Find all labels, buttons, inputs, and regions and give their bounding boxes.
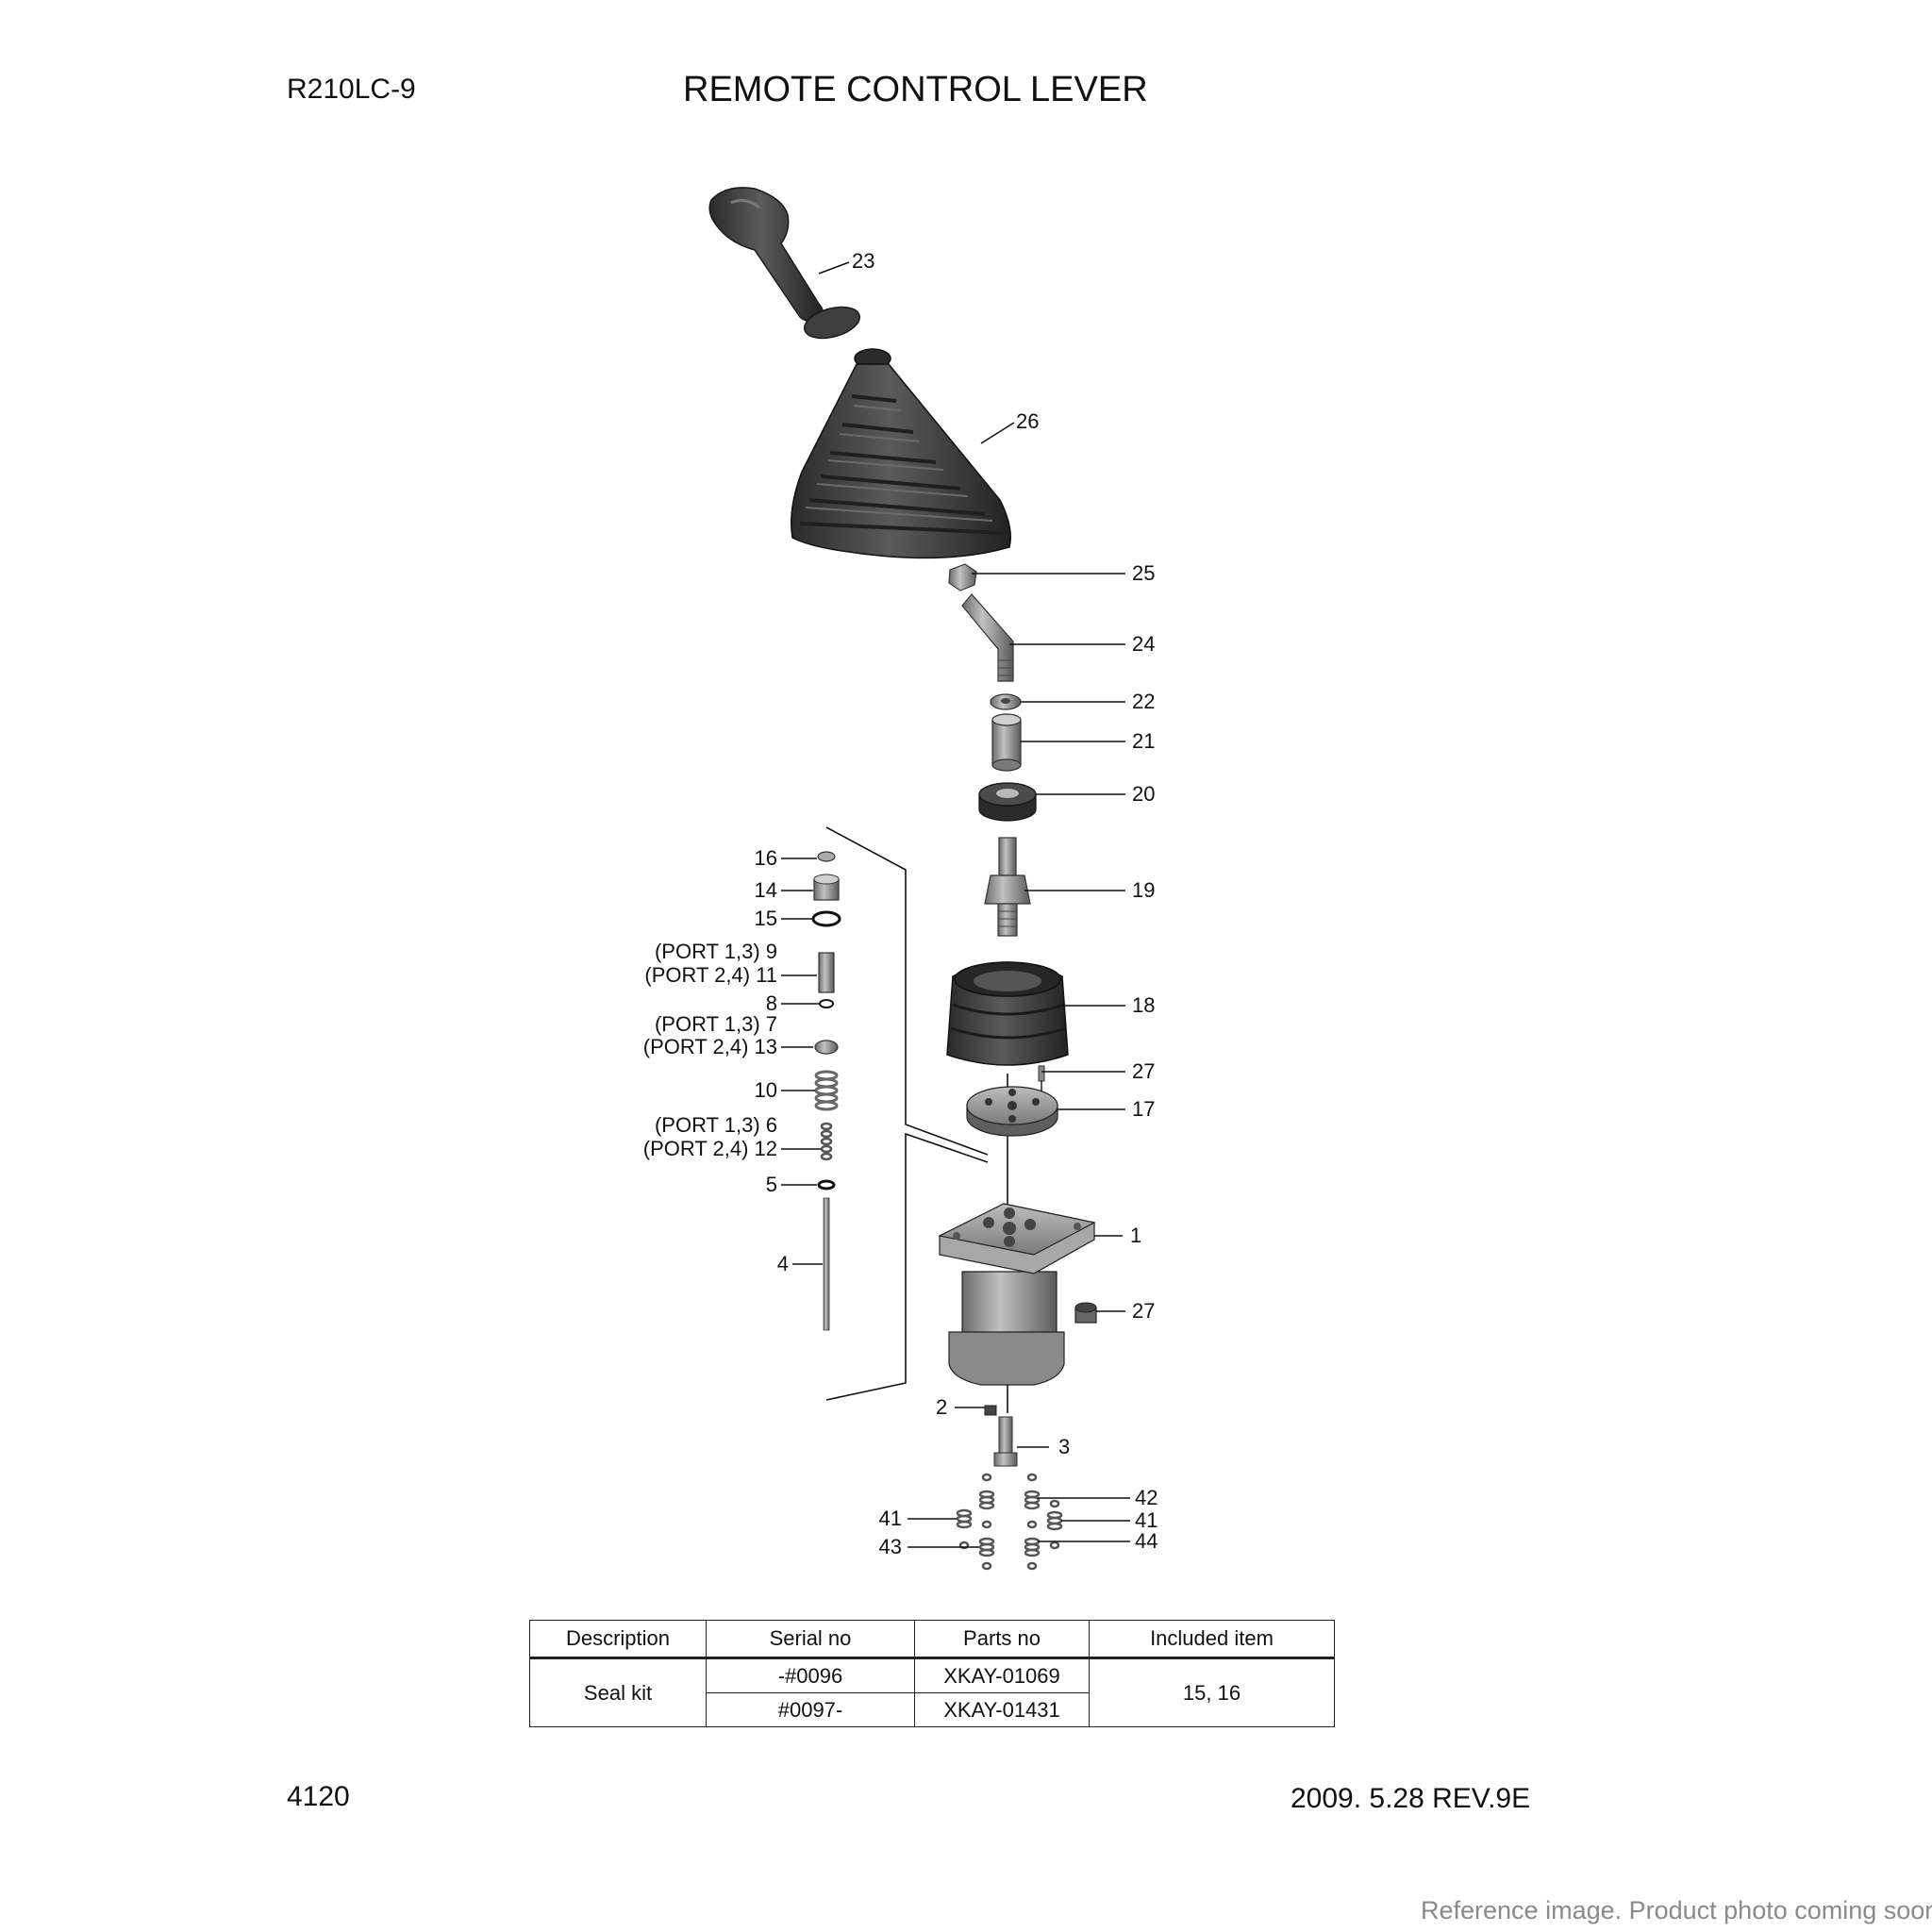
label-part-44: 44 (1135, 1529, 1158, 1553)
label-part-24: 24 (1132, 632, 1155, 656)
reference-note: Reference image. Product photo coming so… (1421, 1896, 1932, 1924)
label-part-7: (PORT 1,3) 7 (655, 1012, 777, 1036)
label-part-23: 23 (852, 249, 874, 273)
label-part-22: 22 (1132, 690, 1155, 713)
label-part-25: 25 (1132, 561, 1155, 585)
label-part-3: 3 (1058, 1435, 1070, 1458)
dust-boot-part (946, 961, 1069, 1066)
plate-part (966, 1086, 1058, 1137)
bolt-part (993, 1416, 1018, 1467)
table-row: #0097- XKAY-01431 (530, 1692, 1335, 1727)
cell-description: Seal kit (529, 1657, 707, 1727)
small-springs-parts (956, 1473, 1063, 1571)
table-header-row: Description Serial no Parts no Included … (529, 1620, 1335, 1659)
col-serial-no: Serial no (706, 1620, 915, 1659)
label-part-16: 16 (755, 846, 777, 870)
label-part-8: 8 (766, 991, 777, 1015)
valve-body-part (938, 1203, 1096, 1386)
coupling-part (991, 713, 1022, 772)
table-row: Seal kit -#0096 XKAY-01069 15, 16 (529, 1657, 1335, 1727)
label-part-10: 10 (755, 1078, 777, 1102)
label-part-19: 19 (1132, 878, 1155, 902)
cell-serial: -#0096 (706, 1657, 915, 1693)
cell-included: 15, 16 (1089, 1657, 1335, 1727)
rubber-seal-disc-part (978, 782, 1037, 822)
grip-handle-part (708, 187, 860, 340)
label-part-43: 43 (879, 1535, 902, 1558)
label-part-6: (PORT 1,3) 6 (655, 1113, 777, 1137)
label-part-13: (PORT 2,4) 13 (643, 1035, 777, 1058)
label-part-4: 4 (777, 1252, 789, 1275)
cell-part-no: XKAY-01431 (914, 1692, 1090, 1727)
label-part-20: 20 (1132, 782, 1155, 806)
label-part-9: (PORT 1,3) 9 (655, 940, 777, 963)
label-part-1: 1 (1130, 1224, 1141, 1247)
label-part-27-plug: 27 (1132, 1299, 1155, 1323)
left-column-parts (811, 851, 841, 1331)
leader-lines (781, 261, 1130, 1548)
label-part-15: 15 (755, 907, 777, 930)
page-number: 4120 (287, 1781, 350, 1812)
model-number: R210LC-9 (287, 74, 416, 105)
label-part-18: 18 (1132, 993, 1155, 1017)
washer-nut-part (990, 693, 1022, 710)
label-part-11: (PORT 2,4) 11 (644, 963, 777, 987)
cell-part-no: XKAY-01069 (914, 1657, 1090, 1693)
small-plug-part (984, 1405, 997, 1416)
part-labels: 23 26 25 24 22 21 20 19 18 27 17 1 27 2 … (643, 249, 1158, 1558)
page-title: REMOTE CONTROL LEVER (683, 70, 1148, 109)
plug-part (1074, 1302, 1097, 1324)
label-part-5: 5 (766, 1173, 777, 1196)
col-description: Description (529, 1620, 707, 1659)
universal-joint-part (984, 837, 1031, 937)
cell-serial: #0097- (706, 1692, 915, 1727)
label-part-21: 21 (1132, 729, 1155, 753)
label-part-26: 26 (1016, 409, 1039, 433)
col-parts-no: Parts no (914, 1620, 1090, 1659)
label-part-2: 2 (936, 1395, 947, 1419)
label-part-14: 14 (755, 878, 777, 902)
lever-rod-part (961, 593, 1014, 682)
label-part-41-left: 41 (879, 1507, 902, 1530)
seal-kit-table: Description Serial no Parts no Included … (529, 1620, 1335, 1727)
label-part-42: 42 (1135, 1486, 1158, 1509)
label-part-27-pin: 27 (1132, 1059, 1155, 1083)
label-part-12: (PORT 2,4) 12 (643, 1137, 777, 1160)
label-part-41-right: 41 (1135, 1508, 1158, 1532)
revision-date: 2009. 5.28 REV.9E (1291, 1783, 1531, 1814)
label-part-17: 17 (1132, 1097, 1155, 1121)
rubber-boot-part (791, 348, 1011, 559)
col-included-item: Included item (1089, 1620, 1335, 1659)
lock-nut-part (948, 563, 977, 591)
